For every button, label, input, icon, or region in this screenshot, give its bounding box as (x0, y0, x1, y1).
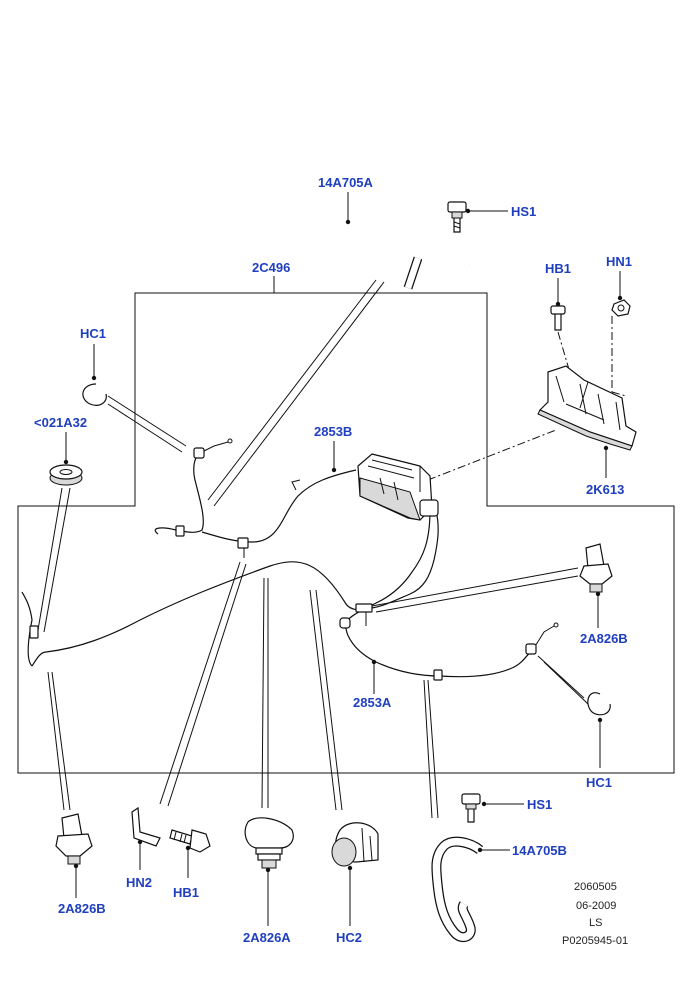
grommet-left (49, 464, 83, 486)
label-bracket: 2K613 (586, 482, 624, 497)
clip-left (82, 383, 107, 406)
hose-bottom (431, 836, 484, 943)
nut-right (611, 299, 631, 317)
label-screw-top: HS1 (511, 204, 536, 219)
label-clip-left-bottom: 2A826B (58, 901, 106, 916)
meta-initials: LS (589, 917, 602, 929)
bracket (537, 365, 637, 451)
screw-top (447, 201, 467, 233)
label-nut-bottom: HN2 (126, 875, 152, 890)
clip-right-low (587, 692, 611, 716)
label-outline: 2C496 (252, 260, 290, 275)
clip-right-top (579, 543, 613, 593)
floor-outline (17, 292, 675, 774)
label-bolt-right: HB1 (545, 261, 571, 276)
label-bolt-bottom: HB1 (173, 885, 199, 900)
meta-code: 2060505 (574, 881, 617, 893)
bolt-bottom (169, 829, 211, 853)
label-cable-low: 2853A (353, 695, 392, 710)
label-nut-right: HN1 (606, 254, 632, 269)
label-clip-center-bottom: 2A826A (243, 930, 291, 945)
meta-ref: P0205945-01 (562, 935, 628, 947)
label-grommet-left: <021A32 (34, 415, 87, 430)
screw-bottom (461, 793, 481, 823)
bolt-right (550, 305, 566, 331)
clip-bottom-hc2 (331, 822, 379, 867)
label-clip-right-top: 2A826B (580, 631, 628, 646)
label-screw-bottom: HS1 (527, 797, 552, 812)
label-cable-mid: 2853B (314, 424, 352, 439)
parking-brake-module (357, 453, 439, 521)
meta-date: 06-2009 (576, 900, 616, 912)
label-clip-right-low: HC1 (586, 775, 612, 790)
label-clip-left: HC1 (80, 326, 106, 341)
label-hose-top: 14A705A (318, 175, 374, 190)
nut-bottom (131, 806, 161, 847)
hose-top (328, 218, 473, 290)
clip-center-bottom (244, 817, 294, 869)
label-hose-bottom: 14A705B (512, 843, 567, 858)
clip-left-bottom (55, 813, 93, 865)
label-clip-bottom-hc2: HC2 (336, 930, 362, 945)
